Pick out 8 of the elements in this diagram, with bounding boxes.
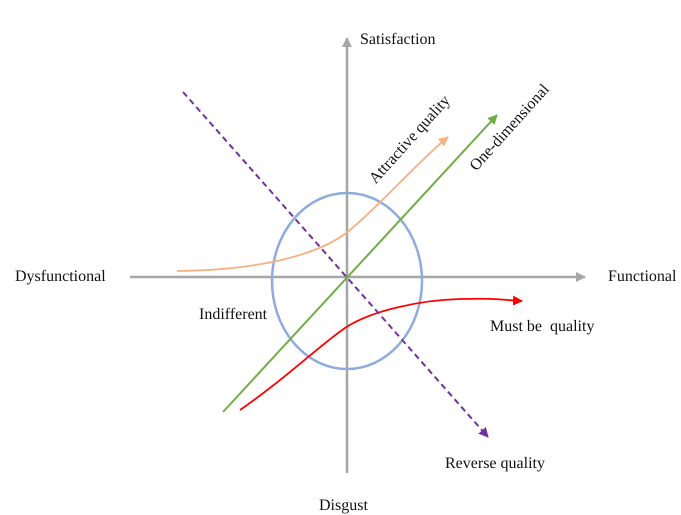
ellipse: [270, 192, 424, 370]
curve-label: Must be quality: [490, 318, 594, 336]
axis-label: Functional: [608, 268, 676, 286]
axis-label: Disgust: [319, 497, 368, 515]
axis-label: Satisfaction: [360, 31, 436, 49]
region-label: Indifferent: [199, 306, 268, 324]
curve-label: Reverse quality: [445, 455, 545, 473]
axis-label: Dysfunctional: [15, 268, 106, 286]
